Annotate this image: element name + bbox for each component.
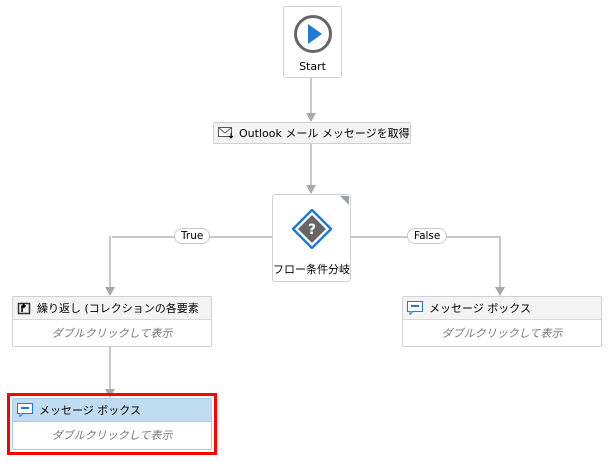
connector bbox=[310, 78, 312, 116]
decision-label: フロー条件分岐 bbox=[273, 263, 350, 276]
message-box-hint: ダブルクリックして表示 bbox=[441, 327, 563, 340]
true-label: True bbox=[174, 228, 211, 244]
arrow-head bbox=[105, 287, 115, 296]
corner-indicator bbox=[340, 196, 349, 205]
connector bbox=[310, 144, 312, 188]
start-node[interactable]: Start bbox=[283, 6, 342, 78]
loop-icon bbox=[17, 302, 31, 315]
connector bbox=[499, 236, 501, 290]
start-label: Start bbox=[299, 60, 326, 73]
false-label: False bbox=[407, 228, 448, 244]
decision-icon: ? bbox=[292, 209, 332, 249]
arrow-head bbox=[495, 287, 505, 296]
arrow-head bbox=[306, 185, 316, 194]
outlook-activity[interactable]: Outlook メール メッセージを取得 bbox=[213, 122, 411, 144]
message-box-activity-selected[interactable]: メッセージ ボックス ダブルクリックして表示 bbox=[12, 398, 212, 450]
foreach-activity[interactable]: 繰り返し (コレクションの各要素 ダブルクリックして表示 bbox=[12, 296, 212, 347]
foreach-title: 繰り返し (コレクションの各要素 bbox=[37, 302, 199, 315]
play-icon bbox=[294, 15, 332, 53]
message-icon bbox=[17, 403, 33, 417]
connector bbox=[109, 347, 111, 391]
connector bbox=[109, 236, 111, 290]
arrow-head bbox=[306, 113, 316, 122]
selection-highlight bbox=[7, 393, 217, 455]
message-box-title: メッセージ ボックス bbox=[429, 302, 531, 315]
message-box-activity-false[interactable]: メッセージ ボックス ダブルクリックして表示 bbox=[402, 296, 602, 347]
svg-text:?: ? bbox=[308, 222, 316, 238]
foreach-hint: ダブルクリックして表示 bbox=[51, 327, 173, 340]
message-icon bbox=[407, 301, 423, 315]
flow-decision-node[interactable]: ? フロー条件分岐 bbox=[272, 194, 351, 282]
message-box-title: メッセージ ボックス bbox=[39, 404, 141, 417]
outlook-label: Outlook メール メッセージを取得 bbox=[239, 127, 410, 140]
message-box-hint: ダブルクリックして表示 bbox=[51, 429, 173, 442]
mail-download-icon bbox=[218, 127, 234, 139]
